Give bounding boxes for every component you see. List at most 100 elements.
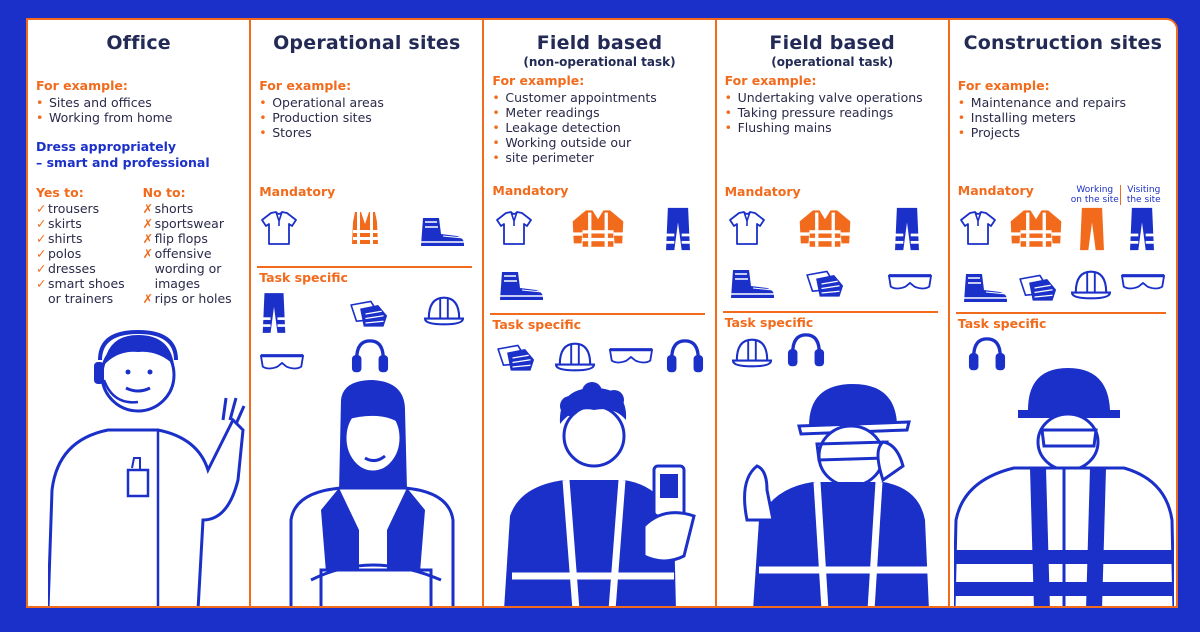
gloves-icon: [347, 296, 393, 332]
gloves-icon: [494, 340, 540, 376]
list-item: ✓skirts: [36, 216, 82, 231]
list-item: Maintenance and repairs: [958, 95, 1176, 110]
hi-vis-jacket-icon: [1008, 206, 1064, 250]
hi-vis-vest-icon: [345, 208, 385, 248]
orange-trousers-icon: [1078, 206, 1106, 252]
field-op-example-label: For example:: [724, 73, 817, 88]
field-op-examples: Undertaking valve operations Taking pres…: [725, 90, 948, 135]
field-non-op-task-label: Task specific: [492, 317, 582, 332]
yes-label: Yes to:: [36, 185, 84, 200]
gloves-icon: [803, 266, 849, 302]
construction-examples: Maintenance and repairs Installing meter…: [958, 95, 1176, 140]
safety-glasses-icon: [608, 346, 654, 368]
ear-defenders-icon: [785, 332, 827, 370]
office-worker-illustration: [48, 329, 246, 606]
hi-vis-trousers-icon: [664, 206, 692, 252]
office-panel: Office For example: Sites and offices Wo…: [28, 20, 252, 606]
polo-shirt-icon: [958, 208, 998, 248]
field-operative-illustration: [742, 384, 929, 606]
polo-shirt-icon: [259, 208, 299, 248]
gloves-icon: [1016, 270, 1062, 306]
field-op-subtitle: (operational task): [771, 55, 894, 69]
check-icon: ✓: [36, 261, 47, 276]
list-item: ✓smart shoes: [36, 276, 125, 291]
cross-icon: ✗: [142, 216, 154, 231]
list-item: Undertaking valve operations: [725, 90, 948, 105]
list-item: ✗offensive: [142, 246, 212, 261]
field-worker-illustration: [504, 382, 697, 606]
hi-vis-jacket-icon: [797, 206, 853, 250]
divider: [722, 311, 938, 313]
construction-worker-illustration: [953, 368, 1174, 606]
safety-glasses-icon: [1120, 272, 1166, 294]
safety-boots-icon: [417, 214, 467, 250]
operational-mandatory-label: Mandatory: [259, 184, 336, 199]
yes-no-lists: Yes to: ✓trousers ✓skirts ✓shirts ✓polos…: [36, 185, 249, 306]
divider: [257, 266, 473, 268]
divider: [490, 313, 705, 315]
operational-panel: Operational sites For example: Operation…: [251, 20, 485, 606]
safety-boots-icon: [727, 266, 777, 302]
hard-hat-icon: [731, 334, 773, 372]
hard-hat-icon: [554, 338, 596, 376]
field-non-op-mandatory-label: Mandatory: [492, 183, 569, 198]
list-item: ✓polos: [36, 246, 82, 261]
list-item: Leakage detection: [492, 120, 714, 135]
operational-task-label: Task specific: [259, 270, 348, 285]
hard-hat-icon: [1070, 266, 1112, 304]
list-item: ✓shirts: [36, 231, 83, 246]
list-item: Projects: [958, 125, 1176, 140]
list-item: wording or: [154, 261, 222, 276]
check-icon: ✓: [36, 216, 47, 231]
list-item: site perimeter: [492, 150, 714, 165]
office-title: Office: [106, 32, 171, 54]
list-item: or trainers: [48, 291, 114, 306]
field-non-op-example-label: For example:: [492, 73, 585, 88]
check-icon: ✓: [36, 246, 47, 261]
list-item: Customer appointments: [492, 90, 714, 105]
field-op-mandatory-label: Mandatory: [724, 184, 801, 199]
list-item: ✗sportswear: [142, 216, 224, 231]
check-icon: ✓: [36, 276, 47, 291]
list-item: Working from home: [36, 110, 249, 125]
safety-glasses-icon: [887, 272, 933, 294]
ear-defenders-icon: [664, 338, 706, 376]
list-item: ✓dresses: [36, 261, 96, 276]
field-op-title: Field based: [769, 32, 895, 54]
field-op-task-label: Task specific: [724, 315, 814, 330]
check-icon: ✓: [36, 201, 47, 216]
list-item: Taking pressure readings: [725, 105, 948, 120]
divider: [955, 312, 1166, 314]
field-non-op-title: Field based: [536, 32, 663, 54]
office-examples: Sites and offices Working from home: [36, 95, 249, 125]
hi-vis-trousers-icon: [261, 290, 287, 336]
field-operational-panel: Field based (operational task) For examp…: [716, 20, 950, 606]
construction-example-label: For example:: [957, 78, 1050, 93]
field-non-op-subtitle: (non-operational task): [523, 55, 676, 69]
dress-line-1: Dress appropriately: [36, 139, 177, 154]
polo-shirt-icon: [494, 208, 534, 248]
label-divider: [1119, 185, 1121, 205]
field-non-op-examples: Customer appointments Meter readings Lea…: [492, 90, 714, 165]
list-item: Flushing mains: [725, 120, 948, 135]
operational-example-label: For example:: [259, 78, 352, 93]
list-item: Production sites: [259, 110, 482, 125]
list-item: Operational areas: [259, 95, 482, 110]
construction-panel: Construction sites For example: Maintena…: [949, 20, 1176, 606]
dress-guidance: Dress appropriately – smart and professi…: [36, 139, 249, 171]
list-item: Working outside our: [492, 135, 714, 150]
operational-worker-illustration: [289, 380, 455, 606]
hi-vis-jacket-icon: [570, 206, 626, 250]
hard-hat-icon: [423, 292, 465, 330]
cross-icon: ✗: [142, 246, 154, 261]
construction-task-label: Task specific: [957, 316, 1047, 331]
list-item: ✗flip flops: [142, 231, 208, 246]
list-item: Sites and offices: [36, 95, 249, 110]
list-item: images: [154, 276, 201, 291]
no-label: No to:: [142, 185, 186, 200]
construction-title: Construction sites: [963, 32, 1163, 54]
no-column: No to: ✗shorts ✗sportswear ✗flip flops ✗…: [143, 185, 250, 306]
hi-vis-trousers-icon: [1128, 206, 1156, 252]
list-item: ✗rips or holes: [142, 291, 232, 306]
ppe-guide-frame: Office For example: Sites and offices Wo…: [26, 18, 1178, 608]
